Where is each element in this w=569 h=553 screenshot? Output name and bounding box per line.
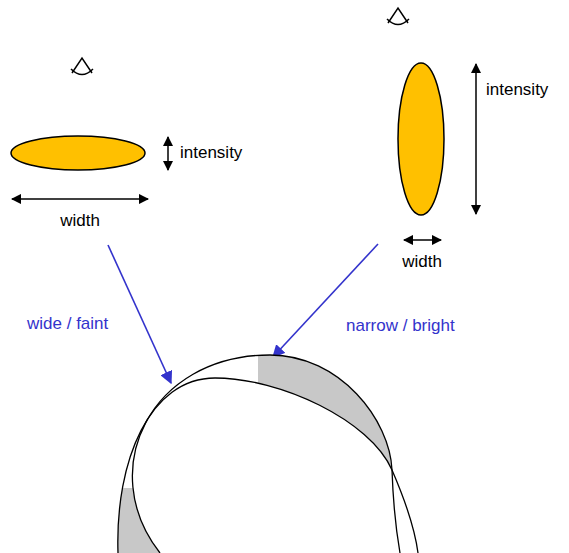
dimension-label: width xyxy=(60,211,100,231)
pointer-arrow xyxy=(108,244,378,383)
grey-region xyxy=(118,355,418,553)
narrow-arch xyxy=(132,355,400,553)
eye-symbol xyxy=(387,8,409,25)
dimension-label: intensity xyxy=(486,80,548,100)
pointer-label: narrow / bright xyxy=(346,316,455,336)
wide-arch xyxy=(118,378,418,553)
pointer-label: wide / faint xyxy=(27,314,108,334)
wide-beam xyxy=(11,136,145,170)
eye-symbol xyxy=(71,58,93,75)
dimension-label: intensity xyxy=(180,143,242,163)
dimension-label: width xyxy=(402,252,442,272)
dimension-arrow xyxy=(12,64,476,240)
narrow-beam xyxy=(398,63,444,215)
